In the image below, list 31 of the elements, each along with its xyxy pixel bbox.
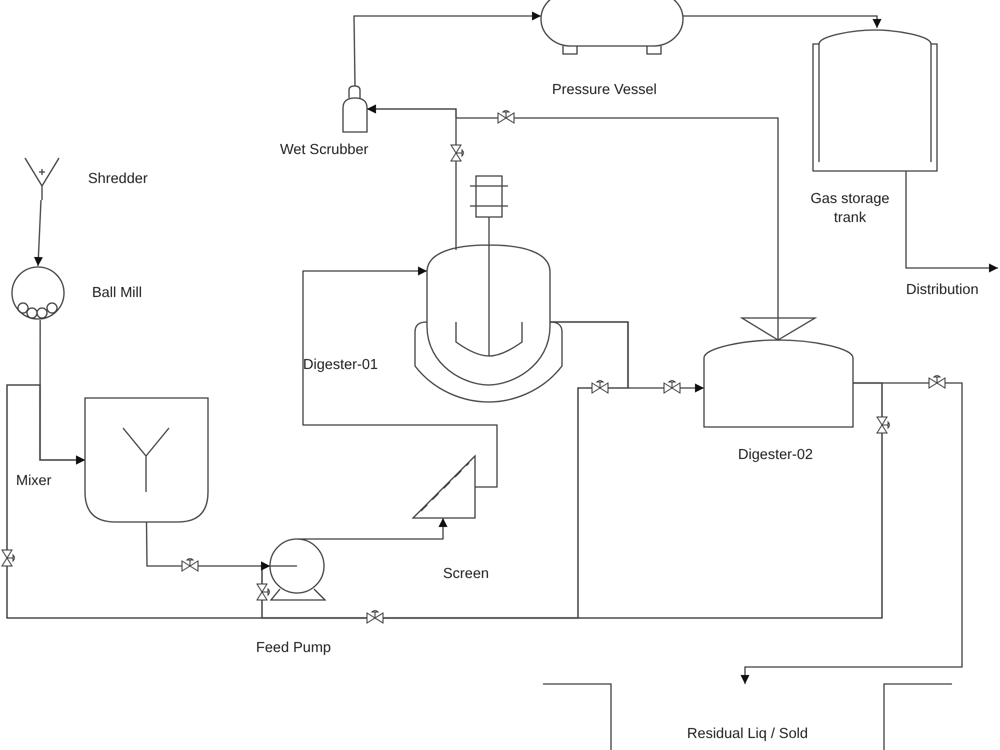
equipment-label: Mixer bbox=[16, 472, 52, 491]
pipe-line bbox=[302, 266, 498, 488]
pump-symbol bbox=[268, 539, 328, 601]
pipe-line bbox=[905, 171, 998, 272]
pipe-line bbox=[261, 382, 883, 619]
pressure-vessel bbox=[541, 0, 683, 54]
shredder-hopper bbox=[25, 158, 59, 200]
digester-tank bbox=[704, 318, 853, 427]
equipment-label: Digester-02 bbox=[738, 446, 813, 465]
destination-label: Distribution bbox=[906, 281, 979, 300]
screen-symbol bbox=[413, 456, 475, 518]
pipe-line bbox=[34, 200, 43, 266]
residue-pit bbox=[543, 684, 952, 750]
reactor-vessel bbox=[415, 176, 562, 402]
storage-tank bbox=[813, 28, 937, 171]
equipment-label: Ball Mill bbox=[92, 284, 142, 303]
equipment-label: Gas storage trank bbox=[810, 190, 890, 228]
pipe-line bbox=[353, 12, 541, 86]
equipment-label: Feed Pump bbox=[256, 639, 331, 658]
equipment-label: Pressure Vessel bbox=[552, 81, 657, 100]
pit-label: Residual Liq / Sold bbox=[687, 725, 808, 744]
equipment-label: Screen bbox=[443, 565, 489, 584]
equipment-label: Wet Scrubber bbox=[280, 141, 368, 160]
ball-mill-drum bbox=[11, 266, 65, 320]
pipe-line bbox=[683, 15, 882, 28]
mixer-tank bbox=[85, 398, 208, 522]
equipment-label: Shredder bbox=[88, 170, 148, 189]
pipe-line bbox=[740, 382, 963, 684]
pipe-line bbox=[367, 104, 779, 318]
equipment-label: Digester-01 bbox=[303, 356, 378, 375]
scrubber-cylinder bbox=[343, 86, 367, 132]
